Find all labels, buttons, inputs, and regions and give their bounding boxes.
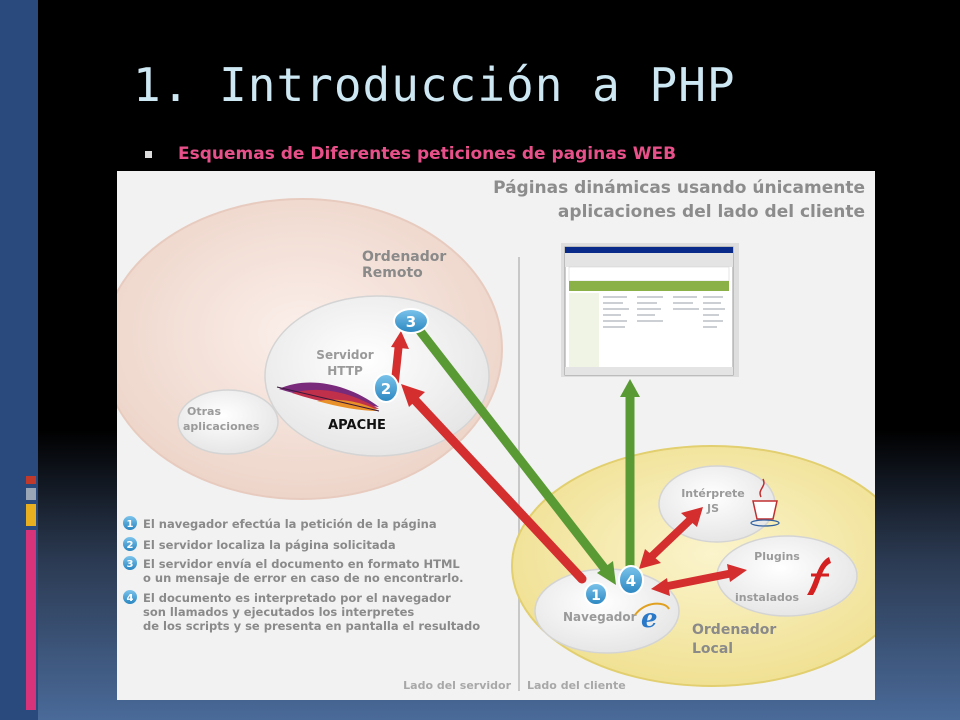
svg-text:3: 3	[406, 313, 416, 331]
legend-step-2: 2 El servidor localiza la página solicit…	[123, 537, 396, 552]
svg-text:2: 2	[381, 380, 391, 398]
bullet-square-icon	[145, 150, 152, 158]
arrow-browser-js-interpreter	[639, 507, 703, 569]
other-apps-label-line2: aplicaciones	[183, 420, 260, 433]
web-request-diagram: Páginas dinámicas usando únicamente apli…	[117, 171, 875, 700]
arrow-browser-plugins	[651, 564, 747, 596]
server-internal-arrow	[391, 331, 409, 385]
svg-text:2: 2	[127, 540, 134, 551]
server-label-line2: HTTP	[327, 364, 363, 378]
server-side-label: Lado del servidor	[403, 679, 511, 692]
js-label-line1: Intérprete	[681, 487, 745, 500]
apache-logo-text: APACHE	[328, 418, 386, 433]
step-2-badge: 2	[373, 373, 399, 403]
accent-strip-red	[26, 476, 36, 484]
step-4-badge: 4	[618, 565, 644, 595]
accent-strip-yellow	[26, 504, 36, 526]
local-label-line1: Ordenador	[692, 622, 776, 638]
bullet-text: Esquemas de Diferentes peticiones de pag…	[178, 144, 677, 164]
plugins-label-line1: Plugins	[754, 550, 800, 563]
browser-label: Navegador	[563, 610, 637, 624]
svg-text:1: 1	[591, 588, 601, 604]
plugins-label-line2: instalados	[735, 591, 799, 604]
svg-text:El documento es interpretado p: El documento es interpretado por el nave…	[143, 591, 451, 605]
svg-text:El servidor envía el documento: El servidor envía el documento en format…	[143, 557, 460, 571]
svg-text:4: 4	[626, 572, 636, 590]
legend-step-4: 4 El documento es interpretado por el na…	[123, 590, 480, 633]
response-arrow-server-to-browser	[415, 326, 616, 585]
accent-strip-pink	[26, 530, 36, 710]
svg-text:El navegador efectúa la petici: El navegador efectúa la petición de la p…	[143, 517, 437, 531]
request-arrow-browser-to-server	[401, 384, 587, 584]
java-cup-icon	[750, 478, 780, 527]
svg-text:4: 4	[127, 593, 134, 604]
left-accent-band	[0, 0, 38, 720]
browser-window-thumbnail	[561, 243, 739, 377]
js-label-line2: JS	[706, 502, 719, 515]
step-3-badge: 3	[393, 308, 429, 334]
client-side-label: Lado del cliente	[527, 679, 626, 692]
legend-step-1: 1 El navegador efectúa la petición de la…	[123, 516, 437, 531]
render-arrow-browser-to-screen	[620, 379, 640, 576]
svg-text:son llamados y ejecutados los: son llamados y ejecutados los interprete…	[143, 605, 414, 619]
accent-strip-grey	[26, 488, 36, 500]
local-label-line2: Local	[692, 641, 733, 657]
diagram-heading-line1: Páginas dinámicas usando únicamente	[493, 178, 865, 198]
svg-text:El servidor localiza la página: El servidor localiza la página solicitad…	[143, 538, 396, 552]
svg-text:de los scripts y se presenta e: de los scripts y se presenta en pantalla…	[143, 619, 480, 633]
legend-step-3: 3 El servidor envía el documento en form…	[123, 556, 464, 585]
svg-text:1: 1	[127, 519, 134, 530]
apache-feather-icon	[276, 382, 380, 412]
internet-explorer-icon: e	[634, 602, 670, 634]
step-1-badge: 1	[584, 582, 608, 606]
server-label-line1: Servidor	[316, 348, 373, 362]
svg-text:3: 3	[127, 559, 134, 570]
other-apps-bubble	[177, 389, 279, 455]
slide-title: 1. Introducción a PHP	[133, 58, 736, 112]
other-apps-label-line1: Otras	[187, 405, 221, 418]
remote-label-line2: Remoto	[362, 265, 423, 281]
bullet-item: Esquemas de Diferentes peticiones de pag…	[145, 144, 676, 164]
diagram-heading-line2: aplicaciones del lado del cliente	[558, 202, 865, 222]
remote-label-line1: Ordenador	[362, 249, 446, 265]
svg-text:o un mensaje de error en caso: o un mensaje de error en caso de no enco…	[143, 571, 464, 585]
steps-legend: 1 El navegador efectúa la petición de la…	[123, 516, 480, 633]
flash-plugin-icon	[807, 557, 831, 595]
svg-text:e: e	[641, 604, 658, 634]
